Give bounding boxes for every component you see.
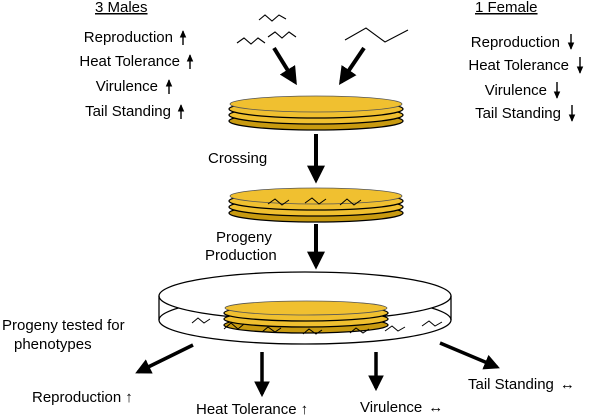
male-trait-reproduction: Reproduction <box>84 29 173 46</box>
progeny-production-label-line1: Progeny <box>216 229 272 246</box>
female-to-dish-arrow <box>338 46 366 85</box>
tested-worms-icon <box>191 317 443 335</box>
outcome-reproduction-up-arrow-icon: ↑ <box>125 389 133 406</box>
progeny-dish <box>228 187 404 223</box>
progeny-worms-icon <box>267 197 362 206</box>
males-to-dish-arrow <box>272 46 297 86</box>
outcome-heat-tolerance-label: Heat Tolerance↑ <box>196 401 308 417</box>
male-trait-heat-tolerance: Heat Tolerance <box>79 53 180 70</box>
outcome-tail-standing-arrow <box>439 341 500 370</box>
outcome-tail-standing-label: Tail Standing↔ <box>468 376 575 393</box>
male-worms-icon <box>236 14 297 45</box>
outcome-reproduction-label: Reproduction↑ <box>32 389 133 406</box>
female-trait-tail-standing: Tail Standing <box>475 105 561 122</box>
female-trait-virulence: Virulence <box>485 82 547 99</box>
testing-dish <box>158 271 452 345</box>
female-trait-reproduction: Reproduction <box>471 34 560 51</box>
outcome-tail-standing-bidirectional-arrow-icon: ↔ <box>560 376 575 393</box>
outcome-heat-tolerance-up-arrow-icon: ↑ <box>301 401 309 417</box>
crossing-label: Crossing <box>208 150 267 167</box>
female-header: 1 Female <box>475 0 538 16</box>
male-trait-tail-standing: Tail Standing <box>85 103 171 120</box>
female-worm-icon <box>344 27 409 43</box>
outcome-reproduction-arrow <box>135 343 194 374</box>
outcome-virulence-label: Virulence↔ <box>360 399 443 416</box>
mating-dish <box>228 95 404 131</box>
progeny-production-label-line2: Production <box>205 247 277 264</box>
outcome-virulence-bidirectional-arrow-icon: ↔ <box>428 399 443 416</box>
tested-label-line1: Progeny tested for <box>2 317 125 334</box>
males-header: 3 Males <box>95 0 148 16</box>
tested-label-line2: phenotypes <box>14 336 92 353</box>
female-trait-heat-tolerance: Heat Tolerance <box>468 57 569 74</box>
male-trait-virulence: Virulence <box>96 78 158 95</box>
